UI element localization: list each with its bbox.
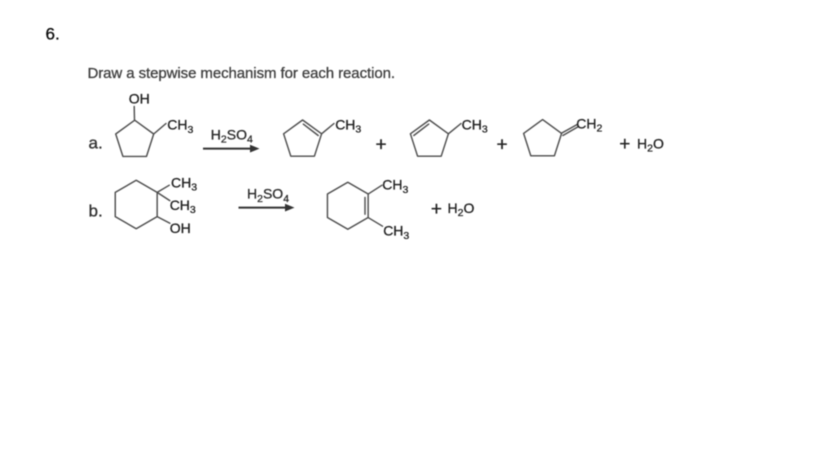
svg-text:CH3: CH3 (383, 223, 409, 242)
svg-text:Draw a stepwise mechanism for: Draw a stepwise mechanism for each react… (88, 65, 395, 82)
svg-text:CH3: CH3 (171, 175, 197, 194)
svg-text:CH3: CH3 (462, 116, 488, 135)
svg-text:+: + (375, 135, 386, 156)
svg-text:CH3: CH3 (382, 177, 408, 196)
svg-text:+: + (619, 134, 630, 155)
svg-text:CH2: CH2 (576, 116, 602, 135)
svg-text:H2SO4: H2SO4 (211, 127, 253, 146)
svg-text:H2O: H2O (637, 135, 664, 154)
svg-text:CH3: CH3 (167, 117, 193, 136)
svg-text:OH: OH (170, 220, 191, 236)
svg-text:+: + (431, 199, 442, 220)
svg-text:CH3: CH3 (335, 116, 361, 135)
svg-text:H2O: H2O (448, 200, 475, 219)
svg-text:+: + (496, 135, 507, 156)
svg-text:6.: 6. (46, 25, 60, 44)
svg-text:a.: a. (89, 134, 103, 153)
svg-text:CH3: CH3 (170, 197, 196, 216)
svg-text:OH: OH (129, 90, 150, 106)
svg-text:b.: b. (89, 201, 103, 220)
